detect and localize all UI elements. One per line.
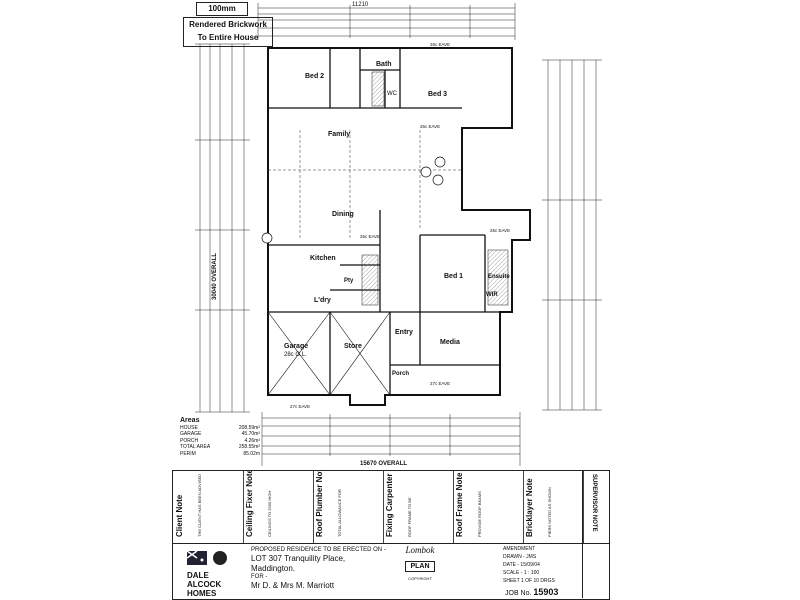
lot-address: LOT 307 Tranquility Place, (251, 554, 346, 563)
room-garage: Garage (284, 343, 308, 350)
job-number: JOB No. 15903 (505, 587, 559, 597)
company-logo: DALE ALCOCK HOMES (177, 545, 245, 598)
eave-label-6: 26c EAVE (360, 234, 380, 239)
room-wc: WC (387, 91, 398, 97)
drawn-value: JMS (526, 554, 537, 560)
eave-label-2: 26c EAVE (420, 124, 440, 129)
bath-hatch (371, 71, 385, 107)
section-markers (261, 156, 446, 244)
render-note-line1: Rendered Brickwork (189, 20, 267, 29)
room-bed2: Bed 2 (305, 73, 324, 80)
logo-badge-icon (213, 551, 227, 565)
scale-value: 1 : 100 (523, 570, 540, 576)
for-label: FOR - (251, 574, 268, 580)
proposed-label: PROPOSED RESIDENCE TO BE ERECTED ON - (251, 547, 386, 553)
stair-hatch (361, 254, 379, 306)
room-bed1: Bed 1 (444, 273, 463, 280)
client-name: Mr D. & Mrs M. Marriott (251, 581, 335, 590)
eave-label-5: 27c EAVE (290, 404, 310, 409)
outer-walls (267, 47, 531, 406)
render-note-line2: To Entire House (197, 33, 259, 42)
room-store: Store (344, 343, 362, 350)
ensuite-hatch (487, 249, 509, 306)
room-media: Media (440, 339, 460, 346)
ceiling-fixer-note: Ceiling Fixer Note CEILINGS TO 2550 HIGH (243, 471, 314, 543)
room-family: Family (328, 131, 350, 138)
flag-icon (187, 551, 207, 565)
room-dining: Dining (332, 211, 354, 218)
copyright: COPYRIGHT (408, 576, 432, 581)
date-value: 15/09/04 (520, 562, 540, 568)
room-pantry: Pty (344, 278, 354, 284)
sheet-count: SHEET 1 OF 10 DRGS (503, 578, 555, 584)
bottom-dimensions (261, 412, 521, 466)
client-note: Client Note THE CLIENT HAS BEEN ADVISED (173, 471, 244, 543)
plan-label: PLAN (405, 561, 435, 572)
room-porch: Porch (392, 371, 409, 377)
room-bed3: Bed 3 (428, 91, 447, 98)
bricklayer-note: Bricklayer Note PIERS NOTED AS SHOWN (523, 471, 584, 543)
room-laundry: L'dry (314, 297, 331, 304)
roof-frame-note: Roof Frame Note PROVIDE ROOF BEAMS (453, 471, 524, 543)
title-divider (173, 543, 609, 544)
top-dimensions (257, 3, 516, 40)
fixing-carpenter-note: Fixing Carpenter Note ROOF FRAME TO BE (383, 471, 454, 543)
left-dimensions (195, 43, 250, 413)
title-block: Client Note THE CLIENT HAS BEEN ADVISED … (172, 470, 610, 600)
design-name: Lombok (405, 545, 435, 555)
eave-label-4: 27c EAVE (430, 381, 450, 386)
amendment-label: AMENDMENT (503, 546, 536, 552)
overall-bottom-dim: 15670 OVERALL (360, 461, 407, 467)
room-wir: WIR (486, 292, 498, 298)
areas-title: Areas (180, 417, 200, 424)
ceiling-lines (268, 130, 462, 240)
drawing-meta: AMENDMENT DRAWN - JMS DATE - 15/09/04 SC… (503, 545, 573, 585)
company-name: DALE ALCOCK HOMES (187, 571, 222, 598)
room-entry: Entry (395, 329, 413, 336)
room-garage-sub: 28c G.L. (284, 352, 307, 358)
eave-label-1: 26c EAVE (430, 42, 450, 47)
roof-plumber-note: Roof Plumber Note TOTAL ALLOWANCE FOR (313, 471, 384, 543)
room-ensuite: Ensuite (488, 274, 510, 280)
overall-side-dim: 30040 OVERALL (212, 253, 218, 300)
plan-box: Lombok PLAN COPYRIGHT (393, 545, 447, 597)
garage-diagonals (267, 311, 391, 396)
right-dimensions (542, 59, 602, 411)
room-kitchen: Kitchen (310, 255, 336, 262)
overall-top-dim: 11210 (352, 2, 369, 8)
room-bath: Bath (376, 61, 392, 68)
project-info: PROPOSED RESIDENCE TO BE ERECTED ON - LO… (251, 547, 386, 591)
eave-label-3: 26c EAVE (490, 228, 510, 233)
suburb: Maddington. (251, 564, 296, 573)
supervisor-note: SUPERVISOR NOTE (582, 470, 603, 598)
